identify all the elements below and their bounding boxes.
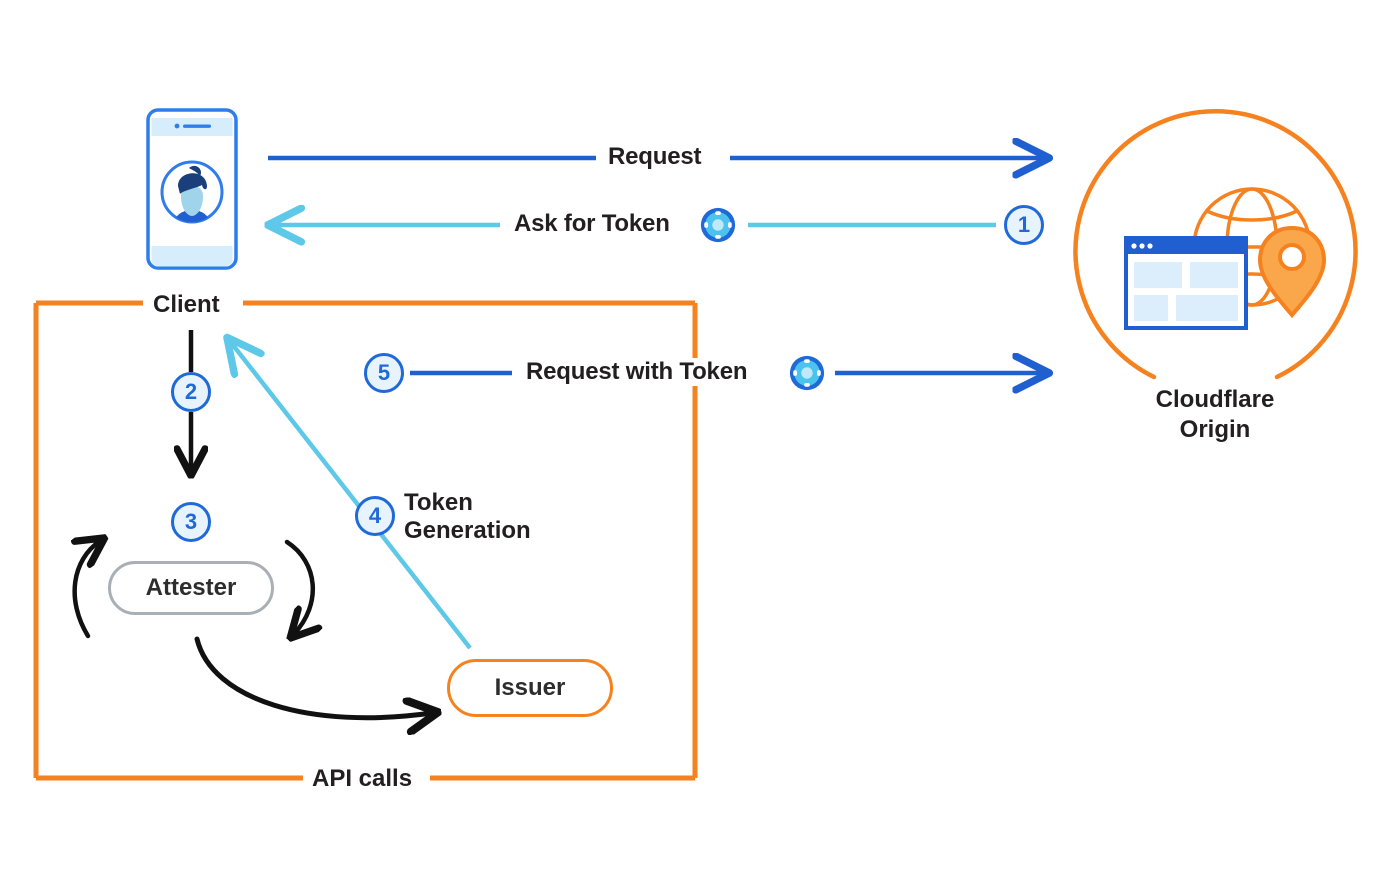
step-badge-3: 3: [171, 502, 211, 542]
group-label-api-calls: API calls: [304, 765, 421, 794]
node-label-attester: Attester: [145, 574, 237, 601]
privacy-pass-token-icon: [789, 355, 825, 391]
arrow-attester-to-issuer: [194, 636, 432, 718]
node-issuer[interactable]: Issuer: [447, 659, 613, 717]
node-label-client: Client: [145, 291, 228, 320]
step-badge-1: 1: [1004, 205, 1044, 245]
node-label-cloudflare-origin: Cloudflare Origin: [1110, 385, 1320, 445]
flow-label-request-with-token: Request with Token: [518, 358, 756, 387]
token-generation-line1: Token: [404, 489, 473, 516]
arrow-token-generation: [229, 340, 472, 650]
annotation-token-generation: Token Generation: [404, 489, 531, 546]
browser-window-icon: [1124, 236, 1248, 330]
arrow-attester-loop-right: [284, 539, 313, 634]
map-pin-icon: [1257, 225, 1327, 319]
origin-label-line1: Cloudflare: [1155, 386, 1275, 413]
privacy-pass-token-icon: [700, 207, 736, 243]
node-label-issuer: Issuer: [494, 674, 566, 701]
flow-label-request: Request: [600, 143, 710, 172]
cloudflare-origin-circle: [1073, 109, 1358, 380]
token-generation-line2: Generation: [404, 517, 531, 545]
origin-label-line2: Origin: [1179, 416, 1251, 443]
step-badge-5: 5: [364, 353, 404, 393]
arrow-attester-loop-left: [75, 541, 100, 639]
flow-label-ask-for-token: Ask for Token: [506, 210, 678, 239]
mobile-phone-icon: [146, 108, 238, 270]
step-badge-4: 4: [355, 496, 395, 536]
step-badge-2: 2: [171, 372, 211, 412]
node-attester[interactable]: Attester: [108, 561, 274, 615]
